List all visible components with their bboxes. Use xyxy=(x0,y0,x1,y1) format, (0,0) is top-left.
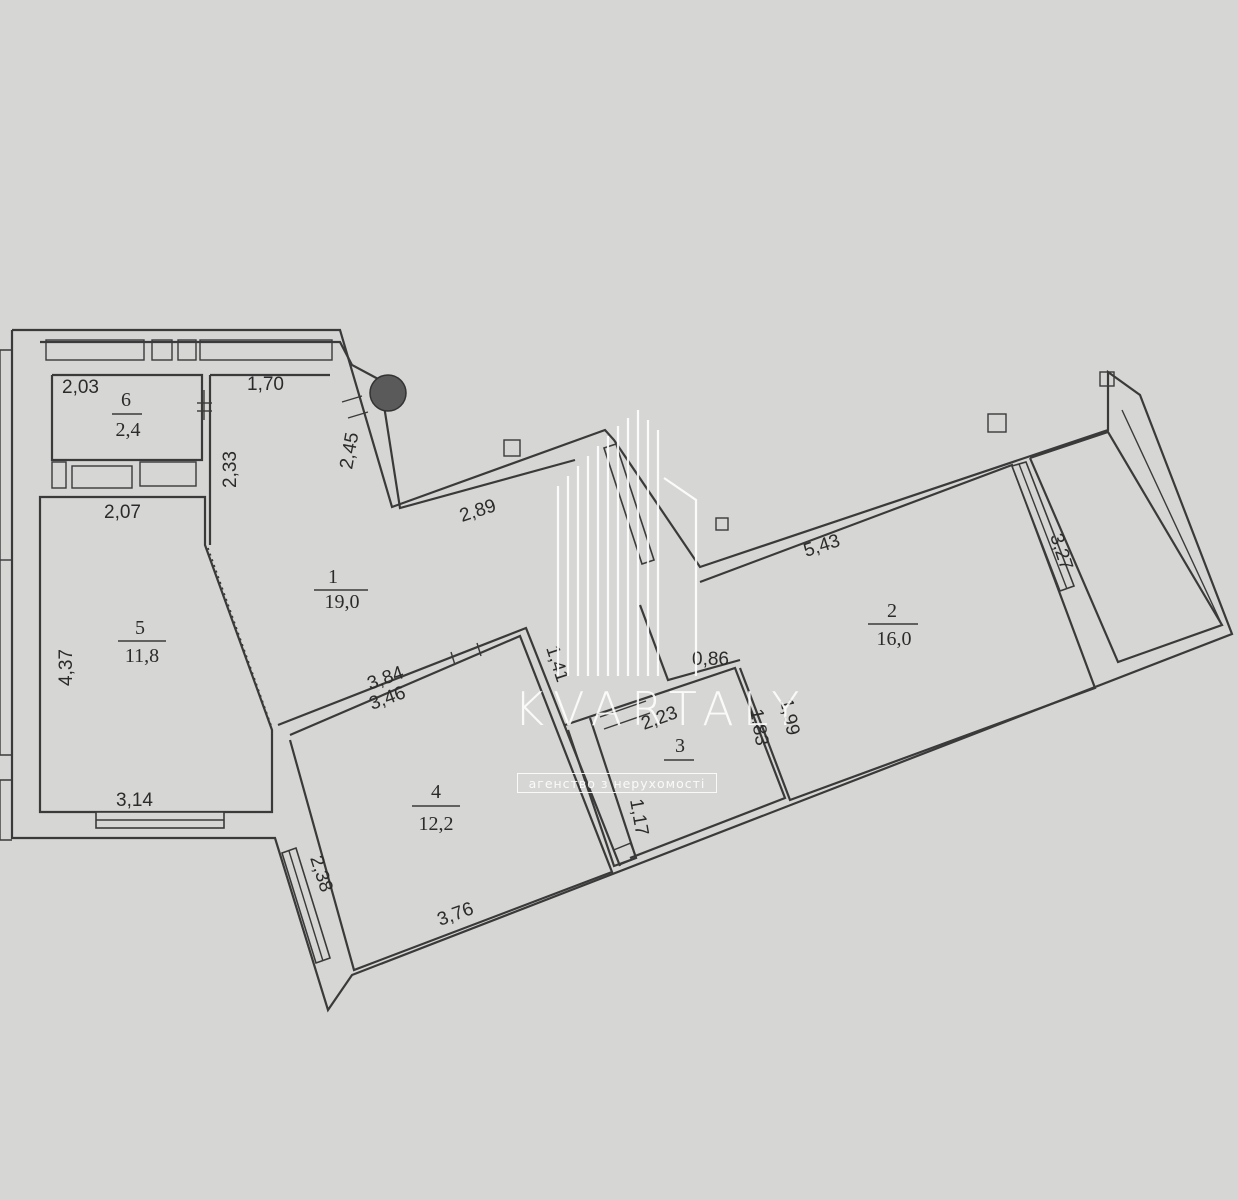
room-area: 16,0 xyxy=(877,628,912,650)
dim-label: 2,38 xyxy=(305,853,336,895)
dim-label: 3,14 xyxy=(116,790,153,811)
room-area: 19,0 xyxy=(325,591,360,613)
outer-walls xyxy=(0,328,1234,1013)
windows xyxy=(95,442,1076,965)
room-6-walls xyxy=(50,373,212,462)
room-5-label: 5 11,8 xyxy=(118,617,166,667)
room-4-label: 4 12,2 xyxy=(412,781,460,835)
dim-label: 2,45 xyxy=(336,431,363,471)
room-1-walls xyxy=(208,373,369,545)
room-2-walls xyxy=(699,409,1224,802)
dim-label: 0,86 xyxy=(692,649,729,670)
room-number: 2 xyxy=(887,600,897,622)
room-number: 4 xyxy=(431,781,441,803)
room-2-label: 2 16,0 xyxy=(868,600,918,650)
room-area: 12,2 xyxy=(419,813,454,835)
room-3-walls xyxy=(564,604,787,868)
dim-label: 1,70 xyxy=(247,374,284,395)
watermark-brand-name: KVARTALY xyxy=(514,682,809,736)
room-4-walls xyxy=(277,626,622,972)
room-area: 2,4 xyxy=(116,419,141,441)
top-cabinets xyxy=(45,339,333,361)
riser-circle-icon xyxy=(369,374,407,412)
room-6-label: 6 2,4 xyxy=(112,389,142,441)
room-area: 11,8 xyxy=(125,645,159,667)
wall-stubs xyxy=(503,371,1115,531)
storage-row xyxy=(51,461,197,489)
room-number: 1 xyxy=(328,566,338,588)
room-number: 5 xyxy=(135,617,145,639)
dim-label: 1,17 xyxy=(625,797,652,837)
room-number: 6 xyxy=(121,389,131,411)
dim-label: 2,03 xyxy=(62,377,99,398)
watermark-logo-icon xyxy=(556,410,698,676)
dim-label: 5,43 xyxy=(801,530,843,561)
watermark-tagline: агенство з нерухомості xyxy=(517,773,717,793)
room-number: 3 xyxy=(675,735,685,757)
room-5-walls xyxy=(38,495,274,814)
dim-label: 2,07 xyxy=(104,502,141,523)
dim-label: 4,37 xyxy=(56,649,77,686)
dim-label: 2,33 xyxy=(220,451,241,488)
room-labels: 6 2,4 1 19,0 5 11,8 2 16,0 4 12,2 3 xyxy=(112,389,918,835)
room-3-label: 3 xyxy=(664,735,694,761)
dim-label: 2,89 xyxy=(457,495,499,526)
room-1-label: 1 19,0 xyxy=(314,566,368,613)
